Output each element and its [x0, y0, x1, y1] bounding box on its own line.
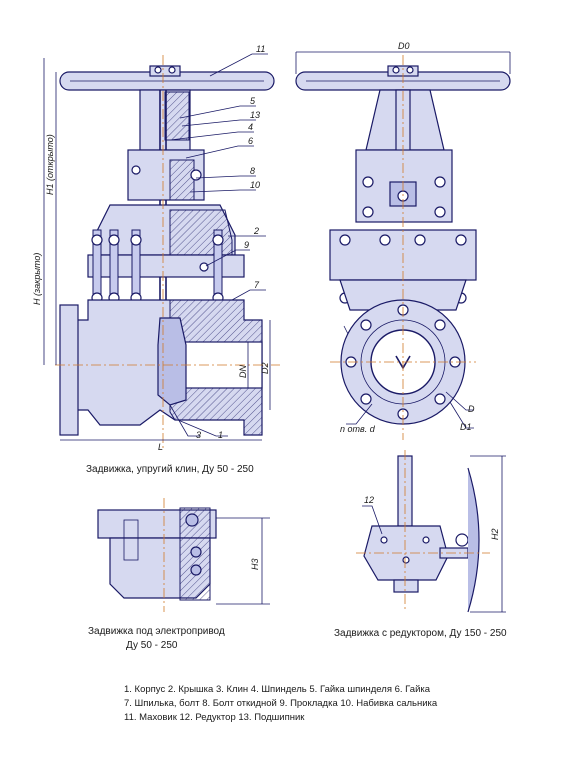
- inlet-flange: [59, 304, 79, 436]
- dim-dn: DN: [238, 365, 248, 378]
- caption-main-view: Задвижка, упругий клин, Ду 50 - 250: [86, 464, 254, 475]
- dimension-lines-side: [295, 51, 511, 429]
- callout-2: 2: [253, 226, 259, 236]
- caption-gearbox: Задвижка с редуктором, Ду 150 - 250: [334, 628, 507, 639]
- legend-line-1: 1. Корпус 2. Крышка 3. Клин 4. Шпиндель …: [124, 684, 431, 695]
- caption-electric-line2: Ду 50 - 250: [126, 640, 178, 651]
- parts-legend: 1. Корпус 2. Крышка 3. Клин 4. Шпиндель …: [124, 684, 438, 723]
- callout-8: 8: [250, 166, 255, 176]
- callout-10: 10: [250, 180, 260, 190]
- gasket-marker: [199, 262, 209, 272]
- side-view: D0 D D1 n отв. d: [295, 41, 511, 440]
- caption-electric-line1: Задвижка под электропривод: [88, 626, 225, 637]
- dim-h-closed: H (закрыто): [32, 253, 42, 305]
- dim-d2: D2: [260, 362, 270, 374]
- callout-5: 5: [250, 96, 256, 106]
- legend-line-3: 11. Маховик 12. Редуктор 13. Подшипник: [124, 712, 305, 723]
- callout-9: 9: [244, 240, 249, 250]
- legend-line-2: 7. Шпилька, болт 8. Болт откидной 9. Про…: [124, 698, 438, 709]
- callout-leaders-front: [169, 53, 268, 437]
- electric-actuator-view: [97, 498, 270, 612]
- callout-12: 12: [364, 495, 374, 505]
- dim-d1: D1: [460, 422, 472, 432]
- callout-4: 4: [248, 122, 253, 132]
- callout-11: 11: [256, 44, 265, 54]
- dim-h2: H2: [490, 528, 500, 540]
- dim-h3: H3: [250, 558, 260, 570]
- dimension-lines-front: [43, 58, 271, 441]
- gearbox-view: [356, 450, 506, 613]
- dim-d: D: [468, 404, 475, 414]
- dim-h1-open: H1 (открыто): [45, 134, 55, 195]
- body-bonnet-flange: [87, 254, 245, 278]
- stem-nut-section: [164, 91, 190, 141]
- callout-1: 1: [218, 430, 223, 440]
- handwheel-front: [59, 65, 275, 91]
- callout-3: 3: [196, 430, 201, 440]
- front-section-view: H (закрыто) H1 (открыто) L DN D2 11 5 13…: [32, 44, 280, 452]
- callout-13: 13: [250, 110, 260, 120]
- callout-7: 7: [254, 280, 260, 290]
- wedge-front: [157, 317, 187, 406]
- dim-l: L: [158, 442, 163, 452]
- dim-n-holes: n отв. d: [340, 424, 376, 434]
- callout-6: 6: [248, 136, 253, 146]
- dim-d0: D0: [398, 41, 410, 51]
- flange-bolts-front: [91, 229, 224, 304]
